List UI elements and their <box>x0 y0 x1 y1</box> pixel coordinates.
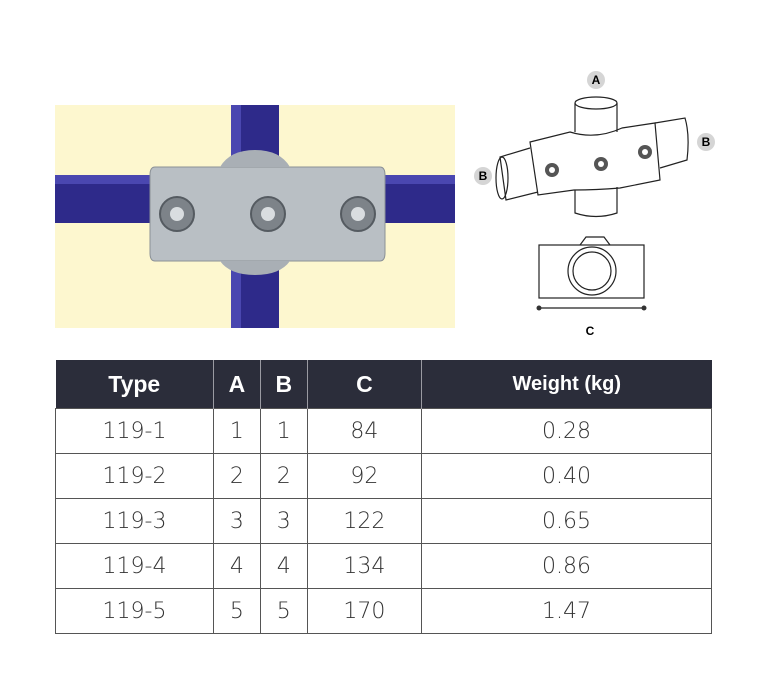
cell-weight: 1.47 <box>421 588 712 634</box>
header-weight: Weight (kg) <box>421 360 712 409</box>
cell-weight: 0.65 <box>421 498 712 544</box>
cell-type: 119-1 <box>55 408 214 454</box>
cell-weight: 0.86 <box>421 543 712 589</box>
cell-b: 3 <box>259 498 308 544</box>
cell-type: 119-5 <box>55 588 214 634</box>
header-b: B <box>260 360 308 409</box>
header-c: C <box>307 360 423 409</box>
cell-b: 5 <box>259 588 308 634</box>
technical-diagram: A B B C <box>474 71 715 338</box>
label-a: A <box>592 73 601 87</box>
label-b-right: B <box>702 135 711 149</box>
cell-c: 92 <box>306 453 423 499</box>
cell-c: 170 <box>306 588 423 634</box>
cell-b: 1 <box>259 408 308 454</box>
label-c: C <box>586 324 595 338</box>
product-photo <box>55 105 455 328</box>
cell-b: 2 <box>259 453 308 499</box>
cell-type: 119-2 <box>55 453 214 499</box>
cell-weight: 0.40 <box>421 453 712 499</box>
cell-weight: 0.28 <box>421 408 712 454</box>
cell-c: 134 <box>306 543 423 589</box>
header-a: A <box>213 360 261 409</box>
cell-a: 1 <box>213 408 261 454</box>
cell-c: 122 <box>306 498 423 544</box>
label-b-left: B <box>479 169 488 183</box>
table-header-row: Type A B C Weight (kg) <box>55 360 712 409</box>
cell-type: 119-3 <box>55 498 214 544</box>
cell-a: 3 <box>213 498 261 544</box>
cell-type: 119-4 <box>55 543 214 589</box>
cell-c: 84 <box>306 408 423 454</box>
header-type: Type <box>55 360 214 409</box>
cell-a: 4 <box>213 543 261 589</box>
cell-a: 5 <box>213 588 261 634</box>
cell-a: 2 <box>213 453 261 499</box>
cell-b: 4 <box>259 543 308 589</box>
